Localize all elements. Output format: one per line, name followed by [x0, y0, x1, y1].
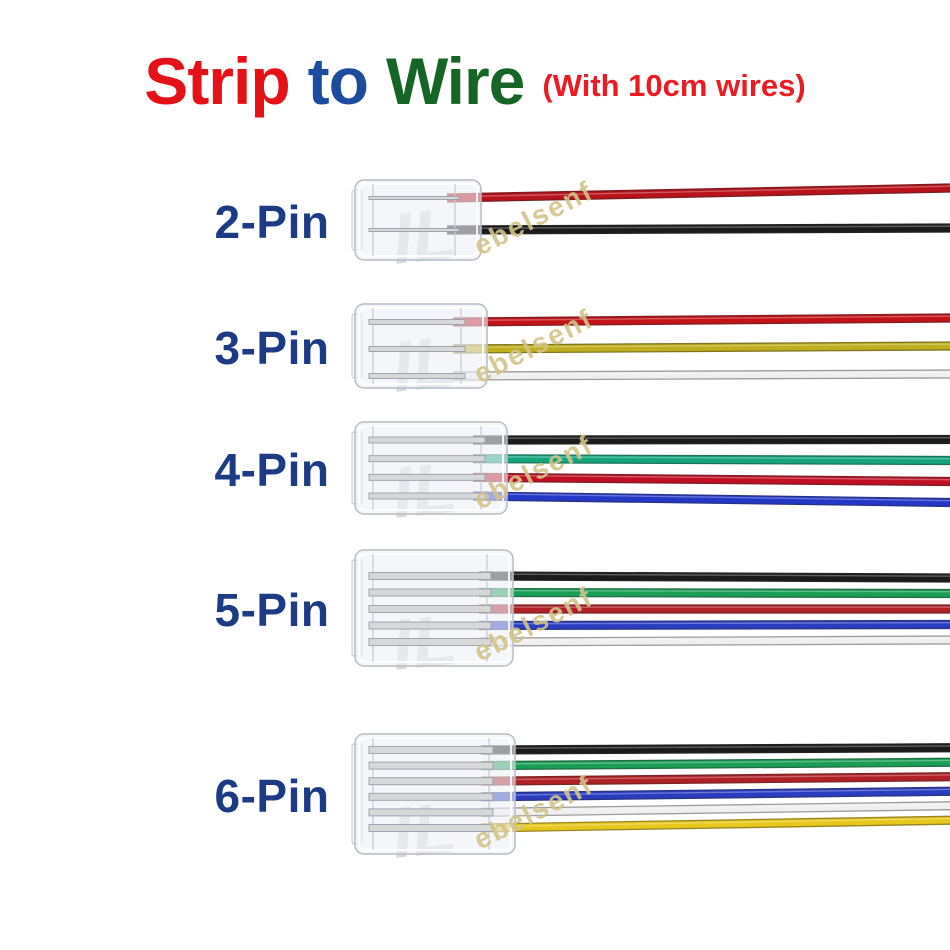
connector-photo-5pin: ILebelsenf: [351, 549, 950, 686]
pin-count-label-5pin: 5-Pin: [214, 584, 330, 636]
connector-highlight: [358, 307, 484, 385]
metal-pin: [368, 373, 466, 379]
wire-yellow: [480, 815, 950, 833]
metal-pin: [368, 746, 494, 754]
connector-body: [354, 303, 488, 389]
wire-black: [478, 571, 950, 583]
title-word-strip: Strip: [144, 44, 290, 118]
wire-red: [480, 772, 950, 786]
wire-white: [478, 635, 950, 647]
connector-body: [354, 179, 482, 261]
pin-count-label-6pin: 6-Pin: [214, 770, 330, 822]
metal-pin: [368, 605, 492, 613]
metal-pin: [368, 455, 486, 463]
connector-body: [354, 421, 508, 515]
metal-pin: [368, 638, 492, 646]
pin-count-label-3pin: 3-Pin: [214, 322, 330, 374]
metal-pin: [368, 319, 466, 325]
metal-pin: [368, 777, 494, 786]
wire-blue: [480, 786, 950, 802]
metal-pin: [368, 346, 466, 352]
wire-red: [472, 472, 950, 487]
wire-blue: [472, 491, 950, 508]
wire-white: [452, 369, 950, 381]
metal-pin: [368, 436, 486, 444]
connector-photo-6pin: ILebelsenf: [351, 733, 950, 874]
metal-pin: [368, 196, 460, 200]
connector-highlight: [358, 425, 504, 511]
metal-pin: [368, 824, 494, 832]
connector-highlight: [358, 183, 478, 257]
seller-watermark: ebelsenf: [469, 175, 599, 261]
metal-pin: [368, 808, 494, 817]
metal-pin: [368, 621, 492, 630]
title-word-to: to: [307, 44, 369, 118]
metal-pin: [368, 473, 486, 481]
wire-white: [480, 801, 950, 817]
connector-photo-2pin: ILebelsenf: [351, 175, 950, 280]
title-suffix: (With 10cm wires): [542, 68, 806, 103]
wire-green: [480, 757, 950, 771]
metal-pin: [368, 588, 492, 597]
wire-red: [452, 313, 950, 327]
connector-highlight: [358, 737, 512, 851]
wire-red: [446, 183, 950, 203]
wire-black: [472, 434, 950, 445]
wire-black: [480, 743, 950, 755]
wire-green: [472, 454, 950, 466]
wire-black: [446, 223, 950, 235]
wire-green: [478, 587, 950, 599]
pin-count-label-4pin: 4-Pin: [214, 444, 330, 496]
metal-pin: [368, 572, 492, 580]
metal-pin: [368, 492, 486, 500]
metal-pin: [368, 792, 494, 801]
pin-count-label-2pin: 2-Pin: [214, 196, 330, 248]
connector-photo-4pin: ILebelsenf: [351, 421, 950, 534]
wire-red: [479, 604, 950, 614]
connector-highlight: [358, 553, 510, 663]
title-word-wire: Wire: [385, 44, 525, 118]
wire-blue: [478, 619, 950, 631]
connector-photo-3pin: ILebelsenf: [351, 303, 950, 408]
page-title: Strip to Wire (With 10cm wires): [0, 48, 950, 114]
metal-pin: [368, 761, 494, 770]
wire-yellow: [452, 341, 950, 354]
metal-pin: [368, 228, 460, 232]
